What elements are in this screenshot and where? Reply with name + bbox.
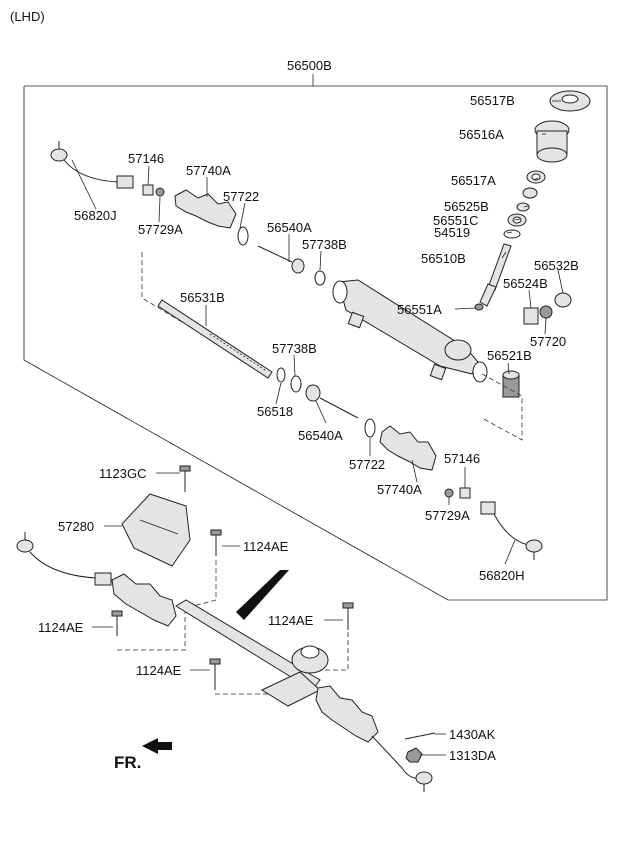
ring-56551C-b[interactable] xyxy=(507,213,527,227)
assembly-arrow xyxy=(236,570,289,620)
clip-57729A-top[interactable] xyxy=(155,187,165,197)
bush-dash-guide xyxy=(481,373,523,441)
yoke-plug-56532B[interactable] xyxy=(554,292,572,308)
part-label-57280: 57280 xyxy=(58,519,94,534)
bolt-1123GC[interactable] xyxy=(179,465,191,492)
pinion-bearing-56516A[interactable] xyxy=(534,120,570,163)
inner-tie-rod-56540A-mid[interactable] xyxy=(305,384,359,419)
front-direction-arrow-icon xyxy=(142,738,172,754)
part-label-56540A-top: 56540A xyxy=(267,220,312,235)
pin-1430AK[interactable] xyxy=(404,732,436,740)
part-label-57738B-top: 57738B xyxy=(302,237,347,252)
part-label-1124AE-b: 1124AE xyxy=(38,620,84,635)
part-label-57740A-top: 57740A xyxy=(186,163,231,178)
part-label-56518: 56518 xyxy=(257,404,293,419)
seal-56517A[interactable] xyxy=(526,170,546,184)
circlip-54519[interactable] xyxy=(503,229,521,239)
mount-dash-guides xyxy=(117,606,186,651)
part-label-1123GC: 1123GC xyxy=(99,466,146,481)
nut-1313DA[interactable] xyxy=(405,747,423,763)
part-label-56820H: 56820H xyxy=(479,568,525,583)
part-label-56517A: 56517A xyxy=(451,173,496,188)
bolt-1124AE-a[interactable] xyxy=(210,529,222,556)
leader-lines xyxy=(71,100,564,756)
clamp-57722-top[interactable] xyxy=(237,226,249,246)
tie-rod-end-56820H[interactable] xyxy=(480,501,543,560)
part-label-56540A-mid: 56540A xyxy=(298,428,343,443)
variant-label: (LHD) xyxy=(10,9,45,24)
part-label-56510B: 56510B xyxy=(421,251,466,266)
part-label-56524B: 56524B xyxy=(503,276,548,291)
clamp-57722-mid[interactable] xyxy=(364,418,376,438)
rack-housing[interactable] xyxy=(332,279,488,383)
clip-57729A-mid[interactable] xyxy=(444,488,454,498)
part-label-57722-top: 57722 xyxy=(223,189,259,204)
part-label-1124AE-a: 1124AE xyxy=(243,539,289,554)
part-label-57720: 57720 xyxy=(530,334,566,349)
assembly-number: 56500B xyxy=(287,58,332,73)
ring-57738B-mid[interactable] xyxy=(290,375,302,393)
part-label-57722-mid: 57722 xyxy=(349,457,385,472)
part-label-56516A: 56516A xyxy=(459,127,504,142)
bolt-1124AE-c[interactable] xyxy=(342,602,354,630)
pinion-shaft-56510B[interactable] xyxy=(479,243,512,307)
inner-tie-rod-56540A-top[interactable] xyxy=(257,245,305,274)
bushing-56518[interactable] xyxy=(276,367,286,383)
part-label-56551A: 56551A xyxy=(397,302,442,317)
assembly-outline xyxy=(23,74,608,601)
part-label-57729A-mid: 57729A xyxy=(425,508,470,523)
ring-56551C[interactable] xyxy=(516,202,530,212)
bellows-57740A-top[interactable] xyxy=(174,189,237,229)
lock-nut-57146-mid[interactable] xyxy=(459,487,471,499)
part-label-56517B: 56517B xyxy=(470,93,515,108)
part-label-57146-top: 57146 xyxy=(128,151,164,166)
bellows-57740A-mid[interactable] xyxy=(379,425,437,471)
lock-nut-57146-top[interactable] xyxy=(142,184,154,196)
mount-dash-guides-b xyxy=(185,560,217,609)
part-label-56521B: 56521B xyxy=(487,348,532,363)
part-label-56532B: 56532B xyxy=(534,258,579,273)
pinion-cover-56517B[interactable] xyxy=(549,90,591,112)
front-direction-label: FR. xyxy=(114,753,141,772)
tie-rod-end-56820J[interactable] xyxy=(50,141,134,189)
part-label-1430AK: 1430AK xyxy=(449,727,496,742)
nut-56551A[interactable] xyxy=(474,303,484,311)
yoke-56524B[interactable] xyxy=(523,307,539,325)
part-label-56820J: 56820J xyxy=(74,208,117,223)
steering-gear-assembly[interactable] xyxy=(16,532,433,792)
part-label-1124AE-d: 1124AE xyxy=(136,663,182,678)
bolt-1124AE-d[interactable] xyxy=(209,658,221,690)
bush-56521B[interactable] xyxy=(502,370,520,398)
ring-57738B-top[interactable] xyxy=(314,270,326,286)
part-label-57740A-mid: 57740A xyxy=(377,482,422,497)
part-label-57738B-mid: 57738B xyxy=(272,341,317,356)
heat-shield-57280[interactable] xyxy=(121,493,191,567)
part-label-57729A-top: 57729A xyxy=(138,222,183,237)
bolt-1124AE-b[interactable] xyxy=(111,610,123,636)
spring-57720[interactable] xyxy=(539,305,553,319)
part-label-57146-mid: 57146 xyxy=(444,451,480,466)
part-label-56551C: 56551C xyxy=(433,213,479,228)
part-label-54519: 54519 xyxy=(434,225,470,240)
part-label-1124AE-c: 1124AE xyxy=(268,613,314,628)
snap-ring-56525B[interactable] xyxy=(522,187,538,199)
rack-bar-56531B[interactable] xyxy=(157,299,273,379)
part-label-56525B: 56525B xyxy=(444,199,489,214)
part-label-1313DA: 1313DA xyxy=(449,748,496,763)
part-label-56531B: 56531B xyxy=(180,290,225,305)
